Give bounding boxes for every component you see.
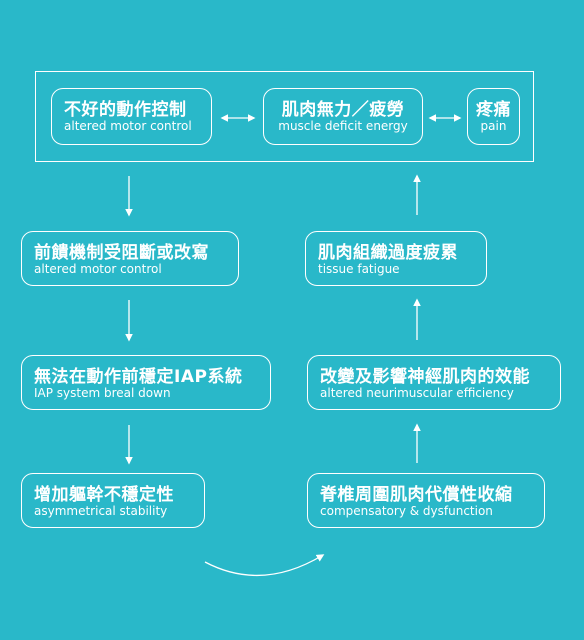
left-box-feedforward-en: altered motor control xyxy=(34,262,162,276)
left-box-iap-zh: 無法在動作前穩定IAP系統 xyxy=(34,367,243,387)
left-box-trunk-instability: 增加軀幹不穩定性 asymmetrical stability xyxy=(21,473,205,528)
right-box-compensatory-en: compensatory & dysfunction xyxy=(320,504,493,518)
left-box-trunk-instability-en: asymmetrical stability xyxy=(34,504,168,518)
left-box-iap: 無法在動作前穩定IAP系統 IAP system breal down xyxy=(21,355,271,410)
top-box-pain: 疼痛 pain xyxy=(467,88,520,145)
top-box-muscle-deficit: 肌肉無力／疲勞 muscle deficit energy xyxy=(263,88,423,145)
left-box-feedforward: 前饋機制受阻斷或改寫 altered motor control xyxy=(21,231,239,286)
left-box-trunk-instability-zh: 增加軀幹不穩定性 xyxy=(34,485,174,505)
right-box-neuromuscular-en: altered neurimuscular efficiency xyxy=(320,386,514,400)
right-box-compensatory-zh: 脊椎周圍肌肉代償性收縮 xyxy=(320,485,513,505)
left-box-feedforward-zh: 前饋機制受阻斷或改寫 xyxy=(34,243,209,263)
curve-arrow xyxy=(204,554,325,577)
top-group-frame xyxy=(35,71,534,162)
top-box-motor-control-en: altered motor control xyxy=(64,119,192,133)
top-box-muscle-deficit-zh: 肌肉無力／疲勞 xyxy=(281,100,405,120)
top-box-muscle-deficit-en: muscle deficit energy xyxy=(278,119,408,133)
top-box-pain-en: pain xyxy=(480,119,507,133)
right-box-neuromuscular: 改變及影響神經肌肉的效能 altered neurimuscular effic… xyxy=(307,355,561,410)
left-box-iap-en: IAP system breal down xyxy=(34,386,171,400)
right-box-tissue-fatigue-en: tissue fatigue xyxy=(318,262,400,276)
right-box-neuromuscular-zh: 改變及影響神經肌肉的效能 xyxy=(320,367,530,387)
right-box-tissue-fatigue-zh: 肌肉組織過度疲累 xyxy=(318,243,458,263)
right-box-compensatory: 脊椎周圍肌肉代償性收縮 compensatory & dysfunction xyxy=(307,473,545,528)
top-box-motor-control: 不好的動作控制 altered motor control xyxy=(51,88,212,145)
top-box-pain-zh: 疼痛 xyxy=(476,100,511,120)
top-box-motor-control-zh: 不好的動作控制 xyxy=(64,100,187,120)
right-box-tissue-fatigue: 肌肉組織過度疲累 tissue fatigue xyxy=(305,231,487,286)
